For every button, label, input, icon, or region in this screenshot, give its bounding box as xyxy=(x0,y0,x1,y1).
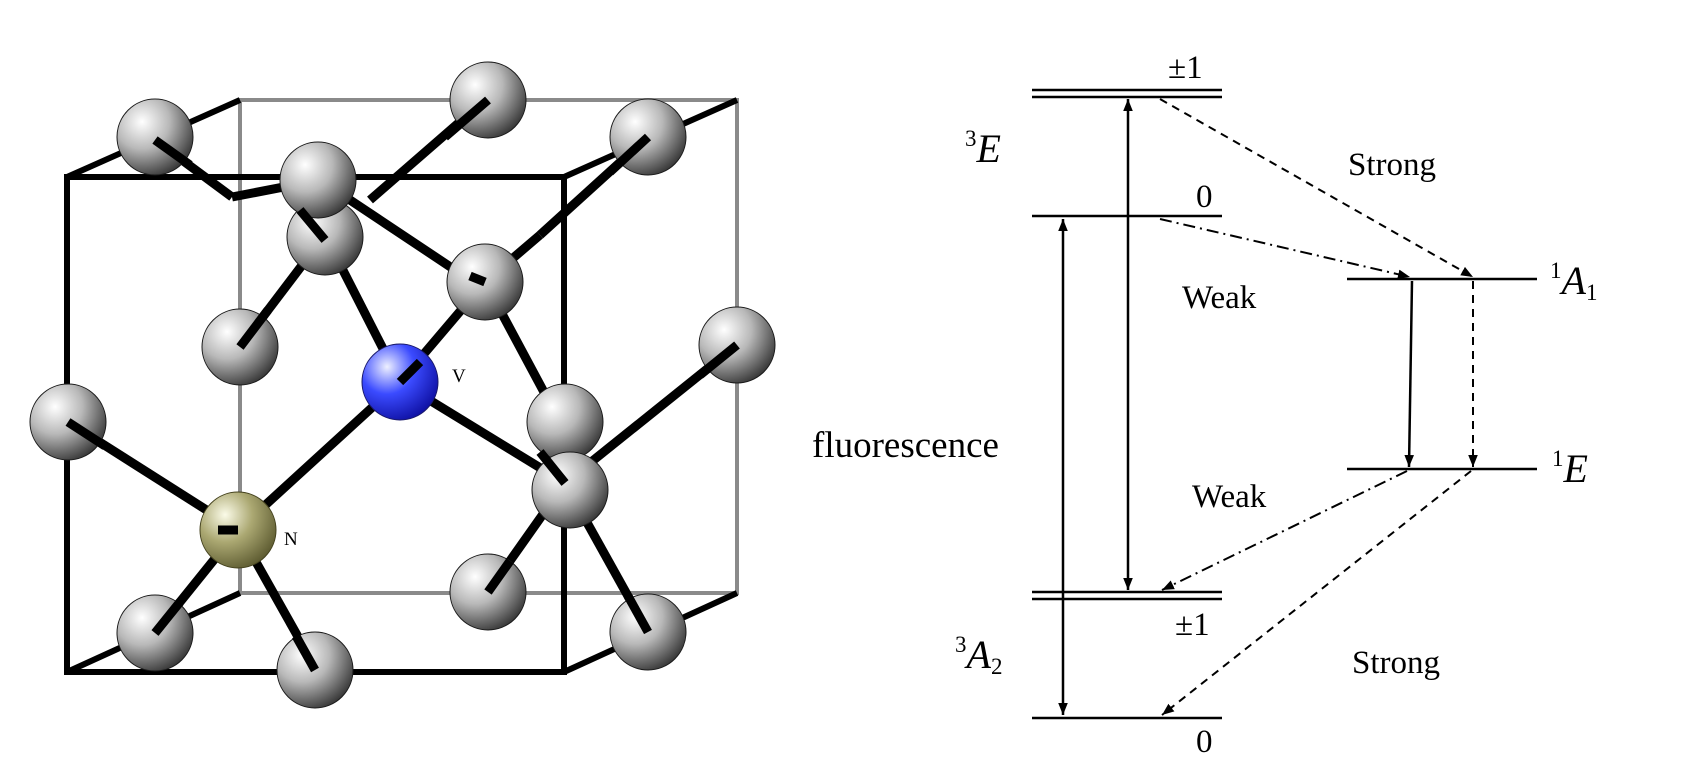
term-1E: 1E xyxy=(1552,446,1588,491)
label-weak-upper: Weak xyxy=(1182,280,1257,316)
diamond-lattice: V N xyxy=(29,61,776,709)
fluorescence-label: fluorescence xyxy=(812,425,999,466)
label-strong-upper: Strong xyxy=(1348,147,1436,183)
carbon-atom xyxy=(279,141,357,219)
label-strong-lower: Strong xyxy=(1352,645,1440,681)
label-weak-lower: Weak xyxy=(1192,479,1267,515)
isc-weak-to-1A1 xyxy=(1159,218,1411,279)
ms-label-excited-0: 0 xyxy=(1196,179,1213,215)
energy-level-diagram: ±1 0 ±1 0 3E 3A2 1A1 1E fluorescence Str… xyxy=(812,50,1597,760)
term-1A1: 1A1 xyxy=(1550,258,1597,305)
ms-label-ground-0: 0 xyxy=(1196,724,1213,760)
term-3A2: 3A2 xyxy=(955,632,1002,679)
nitrogen-label: N xyxy=(284,529,298,550)
isc-strong-to-ground-0 xyxy=(1161,470,1472,716)
isc-strong-to-1A1 xyxy=(1159,98,1474,278)
ms-label-excited-pm1: ±1 xyxy=(1168,50,1203,86)
bond-stubs xyxy=(65,96,740,673)
carbon-atom xyxy=(531,451,609,529)
ms-label-ground-pm1: ±1 xyxy=(1175,607,1210,643)
carbon-atom xyxy=(526,383,604,461)
vacancy-label: V xyxy=(452,366,466,387)
isc-weak-to-ground-pm1 xyxy=(1161,470,1408,591)
singlet-decay-solid xyxy=(1404,280,1414,468)
term-3E: 3E xyxy=(965,126,1001,171)
